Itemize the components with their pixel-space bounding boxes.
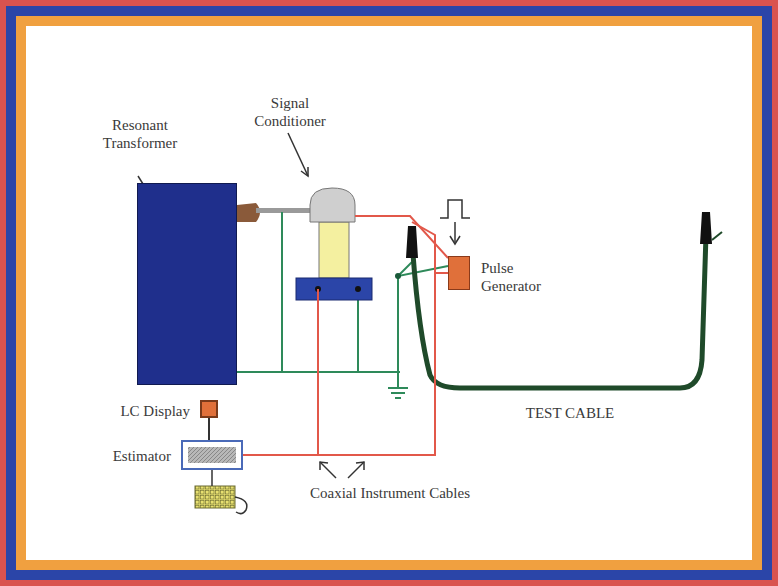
signal-conditioner: [296, 188, 372, 300]
coaxial-cables: [318, 216, 448, 455]
node-label: LC Display: [120, 402, 190, 420]
cable-label: TEST CABLE: [495, 404, 645, 422]
lc-display-box: LC Display: [200, 400, 218, 418]
frame-ground: [26, 26, 752, 560]
cable-termination: [700, 212, 712, 244]
pulse-symbol: [440, 200, 470, 244]
node-label: Pulse Generator: [481, 259, 561, 295]
connector-wire: [209, 418, 210, 440]
estimator-box: Estimator: [181, 440, 243, 470]
hv-rod: [256, 208, 312, 213]
keyboard: [195, 486, 235, 508]
test-cable: [412, 235, 706, 388]
node-label: Resonant Transformer: [94, 116, 186, 152]
transformer-box: Resonant Transformer: [137, 183, 237, 385]
cable-termination: [406, 226, 418, 258]
leader-arrows: [138, 133, 364, 478]
estimator-screen: [183, 442, 241, 468]
frame-orange: [16, 16, 762, 570]
ground-symbol: [388, 372, 408, 398]
keyboard-link: [211, 470, 213, 486]
node-label: Estimator: [113, 447, 171, 465]
pulse-generator-box: Pulse Generator: [448, 256, 470, 290]
conditioner-label: Signal Conditioner: [240, 94, 340, 130]
connector-wire: [243, 273, 448, 455]
cable-end: [712, 232, 722, 240]
frame-blue: [6, 6, 772, 580]
keyboard-cord: [235, 497, 247, 514]
coax-label: Coaxial Instrument Cables: [300, 484, 480, 502]
